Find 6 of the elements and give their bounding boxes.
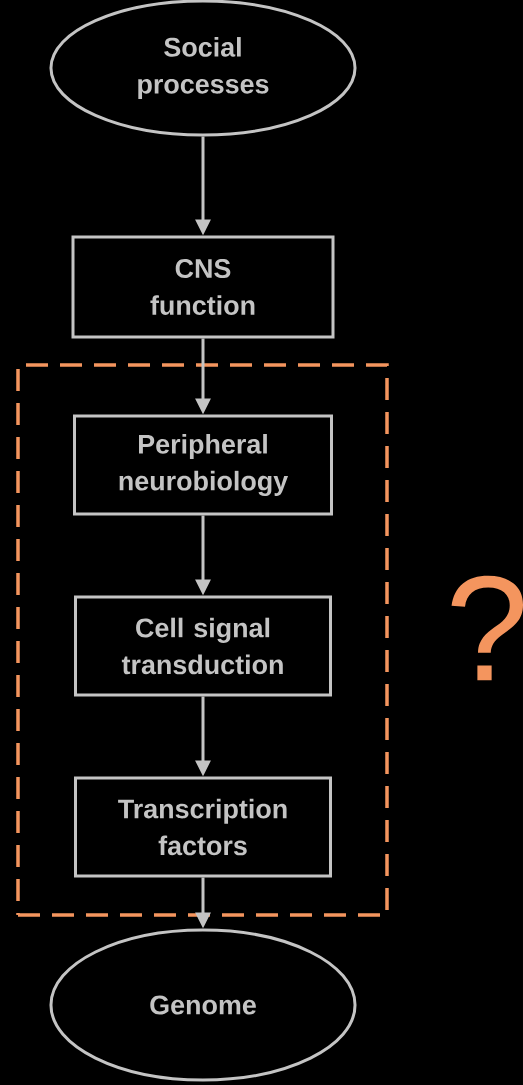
process-box: Transcription factors: [74, 776, 332, 878]
process-box: Cell signal transduction: [74, 595, 332, 697]
question-mark: ?: [451, 575, 523, 681]
process-box: Peripheral neurobiology: [73, 414, 333, 516]
dashed-region: [16, 363, 389, 917]
process-box: CNS function: [71, 235, 335, 339]
